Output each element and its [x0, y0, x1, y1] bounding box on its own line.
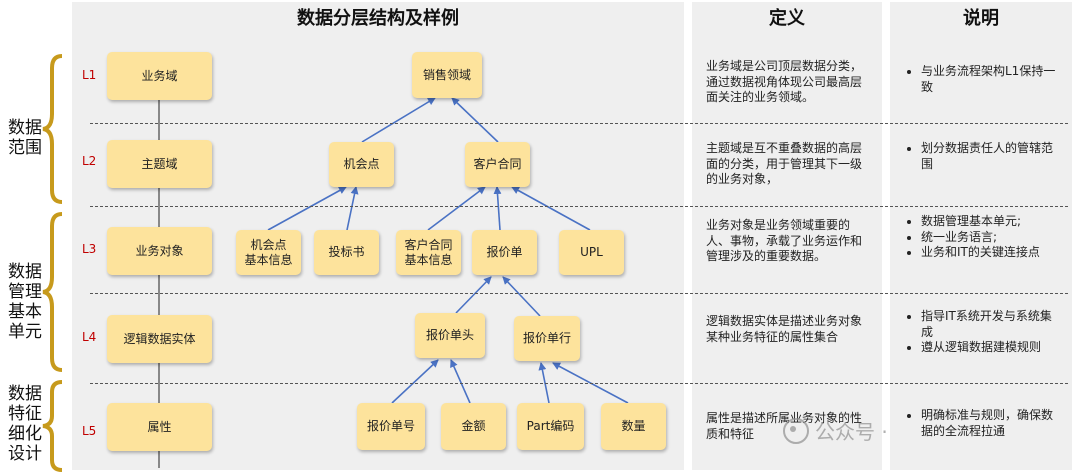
node-quote-line: 报价单行: [514, 316, 580, 361]
arrow-qnumber-to-qheader: [391, 359, 439, 404]
level-code-l2: L2: [82, 154, 97, 168]
node-sales-domain: 销售领域: [412, 52, 482, 98]
arrow-opportunity-to-sales: [361, 97, 436, 143]
note-l1: 与业务流程架构L1保持一致: [905, 64, 1057, 95]
note-l3-item-1: 数据管理基本单元;: [921, 214, 1057, 230]
brace-data-feature: [42, 380, 63, 472]
definition-l3: 业务对象是业务领域重要的人、事物，承载了业务运作和管理涉及的重要数据。: [706, 218, 863, 263]
node-quote: 报价单: [472, 230, 537, 275]
node-opp-basic-info: 机会点 基本信息: [236, 230, 301, 275]
level-box-l4: 逻辑数据实体: [107, 315, 212, 363]
side-label-data-scope: 数据范围: [8, 118, 42, 158]
node-customer-contract: 客户合同: [465, 142, 530, 187]
definition-l1: 业务域是公司顶层数据分类，通过数据视角体现公司最高层面关注的业务领域。: [706, 59, 863, 104]
diagram-title: 数据分层结构及样例: [297, 8, 459, 29]
definition-l4: 逻辑数据实体是描述业务对象某种业务特征的属性集合: [706, 314, 863, 344]
side-label-data-mgmt-unit: 数据管理基本单元: [8, 262, 42, 342]
note-l5-item: 明确标准与规则，确保数据的全流程拉通: [921, 408, 1057, 439]
separator-4: [90, 383, 1068, 384]
note-l4: 指导IT系统开发与系统集成 遵从逻辑数据建模规则: [905, 309, 1057, 356]
level-code-l5: L5: [82, 424, 97, 438]
arrow-continfo-to-contract: [427, 186, 486, 231]
note-l3-item-3: 业务和IT的关键连接点: [921, 245, 1057, 261]
level-box-l2: 主题域: [107, 140, 212, 188]
brace-data-mgmt-unit: [42, 212, 63, 372]
note-l2: 划分数据责任人的管辖范围: [905, 141, 1057, 172]
level-code-l4: L4: [82, 330, 97, 344]
separator-3: [90, 293, 1068, 294]
node-amount: 金额: [441, 403, 506, 450]
node-opportunity: 机会点: [329, 142, 394, 187]
arrow-upl-to-contract: [511, 186, 591, 231]
note-l1-item: 与业务流程架构L1保持一致: [921, 64, 1057, 95]
definition-panel: [692, 2, 882, 470]
definition-l2: 主题域是互不重叠数据的高层面的分类，用于管理其下一级的业务对象，: [706, 141, 863, 186]
note-l5: 明确标准与规则，确保数据的全流程拉通: [905, 408, 1057, 439]
node-quantity: 数量: [601, 403, 666, 450]
separator-2: [90, 206, 1068, 207]
node-bid: 投标书: [314, 230, 379, 275]
definition-l5: 属性是描述所属业务对象的性质和特征: [706, 411, 863, 441]
arrow-amount-to-qheader: [450, 359, 471, 404]
node-part-code: Part编码: [517, 403, 584, 450]
explanation-header: 说明: [963, 8, 999, 29]
level-box-l3: 业务对象: [107, 227, 212, 275]
arrow-contract-to-sales: [451, 97, 499, 143]
arrow-quote-to-contract: [493, 186, 502, 231]
note-l3: 数据管理基本单元; 统一业务语言; 业务和IT的关键连接点: [905, 214, 1057, 261]
arrow-qline-to-quote: [502, 276, 541, 317]
level-code-l3: L3: [82, 242, 97, 256]
definition-header: 定义: [769, 8, 805, 29]
note-l4-item-2: 遵从逻辑数据建模规则: [921, 340, 1057, 356]
arrow-bid-to-opportunity: [346, 186, 359, 231]
node-contract-basic-info: 客户合同 基本信息: [396, 230, 461, 275]
arrow-qheader-to-quote: [455, 276, 492, 314]
node-quote-number: 报价单号: [357, 403, 425, 450]
node-quote-header: 报价单头: [415, 313, 485, 358]
separator-1: [90, 123, 1068, 124]
node-upl: UPL: [559, 230, 624, 275]
brace-data-scope: [42, 54, 63, 204]
level-code-l1: L1: [82, 68, 97, 82]
level-box-l1: 业务域: [107, 52, 212, 100]
level-box-l5: 属性: [107, 403, 212, 451]
arrow-oppinfo-to-opportunity: [267, 186, 347, 231]
note-l4-item-1: 指导IT系统开发与系统集成: [921, 309, 1057, 340]
note-l3-item-2: 统一业务语言;: [921, 230, 1057, 246]
note-l2-item: 划分数据责任人的管辖范围: [921, 141, 1057, 172]
explanation-panel: [890, 2, 1072, 470]
side-label-data-feature: 数据特征细化设计: [8, 384, 42, 464]
